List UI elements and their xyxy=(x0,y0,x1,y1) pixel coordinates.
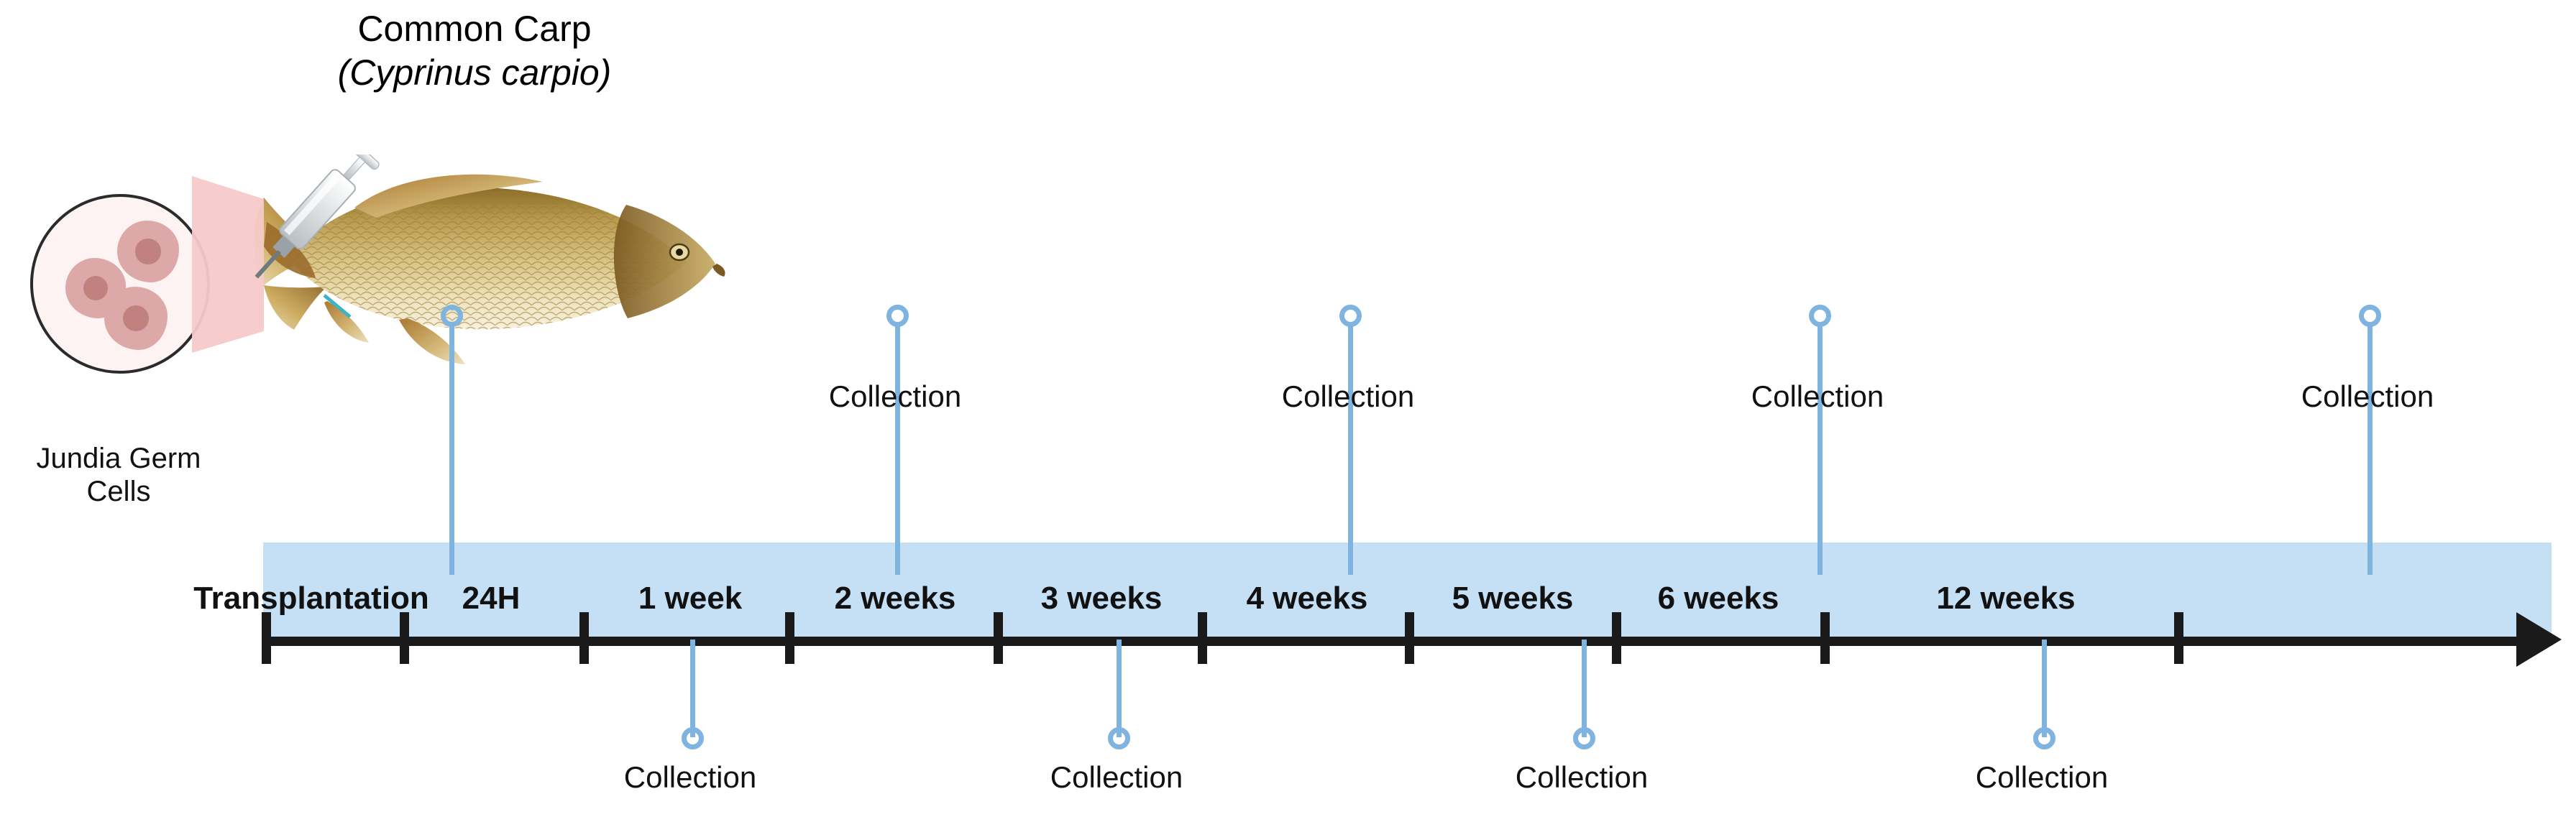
fish-pupil xyxy=(676,249,683,256)
species-scientific-name: (Cyprinus carpio) xyxy=(337,52,612,93)
fish-anal-fin xyxy=(399,318,465,364)
species-common-name: Common Carp xyxy=(357,9,592,49)
germ-cell-icon xyxy=(68,260,124,316)
collection-marker-stem xyxy=(1818,322,1823,575)
collection-marker-ring-icon xyxy=(886,305,909,327)
injection-stream xyxy=(323,294,352,318)
collection-marker-stem xyxy=(449,322,454,575)
timeline-segment-label: 2 weeks xyxy=(834,581,956,616)
collection-marker-stem xyxy=(1117,639,1122,737)
collection-marker-stem xyxy=(2042,639,2047,737)
syringe xyxy=(255,143,380,279)
timeline-tick xyxy=(1820,612,1830,664)
syringe-plunger-rod xyxy=(342,156,366,181)
timeline-axis-line xyxy=(263,637,2542,646)
timeline-tick xyxy=(2174,612,2183,664)
timeline-tick xyxy=(262,612,271,664)
timeline-tick xyxy=(785,612,794,664)
fish-dorsal-fin xyxy=(354,174,543,218)
timeline-tick xyxy=(1198,612,1207,664)
timeline-segment-label: 24H xyxy=(462,581,521,616)
collection-label: Collection xyxy=(1975,760,2109,794)
collection-marker-ring-icon xyxy=(1108,727,1130,749)
collection-label: Collection xyxy=(623,760,757,794)
carp-illustration xyxy=(183,143,730,392)
germ-cell-icon xyxy=(119,223,177,280)
collection-marker-ring-icon xyxy=(2359,305,2381,327)
collection-marker-stem xyxy=(895,322,900,575)
fish-head xyxy=(613,205,715,318)
fish-mouth xyxy=(712,264,725,277)
collection-marker-ring-icon xyxy=(441,305,463,327)
germ-cell-label-line1: Jundia Germ xyxy=(36,443,201,474)
collection-label: Collection xyxy=(1281,379,1415,413)
species-title: Common Carp (Cyprinus carpio) xyxy=(288,7,661,95)
fish-pelvic-fin xyxy=(324,301,369,343)
fish-scales xyxy=(291,187,687,330)
collection-marker-stem xyxy=(1348,322,1353,575)
timeline-segment-label: 4 weeks xyxy=(1246,581,1368,616)
injection-tissue-wedge xyxy=(192,176,264,353)
collection-marker-ring-icon xyxy=(1573,727,1595,749)
germ-cell-label: Jundia Germ Cells xyxy=(32,442,205,508)
timeline-segment-label: 3 weeks xyxy=(1040,581,1163,616)
timeline-segment-label: 5 weeks xyxy=(1452,581,1574,616)
fish-tail-fin-lower xyxy=(264,285,327,330)
timeline-tick xyxy=(1612,612,1621,664)
timeline-segment-label: 6 weeks xyxy=(1657,581,1779,616)
collection-label: Collection xyxy=(1515,760,1649,794)
syringe-highlight xyxy=(284,175,340,236)
germ-cell-label-line2: Cells xyxy=(86,476,151,507)
carp-svg xyxy=(192,143,725,364)
timeline-tick xyxy=(1405,612,1414,664)
syringe-needle xyxy=(255,249,282,279)
timeline-tick xyxy=(579,612,589,664)
collection-marker-ring-icon xyxy=(682,727,704,749)
collection-label: Collection xyxy=(1751,379,1884,413)
germ-cell-icon xyxy=(106,289,165,348)
collection-marker-stem xyxy=(1582,639,1587,737)
collection-marker-ring-icon xyxy=(2033,727,2055,749)
timeline-segment-label: 12 weeks xyxy=(1936,581,2076,616)
germ-cell-inset-circle xyxy=(30,194,210,374)
collection-marker-ring-icon xyxy=(1339,305,1362,327)
collection-label: Collection xyxy=(828,379,962,413)
collection-marker-ring-icon xyxy=(1809,305,1831,327)
collection-label: Collection xyxy=(1050,760,1183,794)
collection-label: Collection xyxy=(2301,379,2434,413)
collection-marker-stem xyxy=(2368,322,2373,575)
timeline-tick xyxy=(994,612,1003,664)
timeline-tick xyxy=(400,612,409,664)
collection-marker-stem xyxy=(690,639,695,737)
timeline-segment-label: Transplantation xyxy=(193,581,429,616)
timeline-segment-label: 1 week xyxy=(638,581,743,616)
